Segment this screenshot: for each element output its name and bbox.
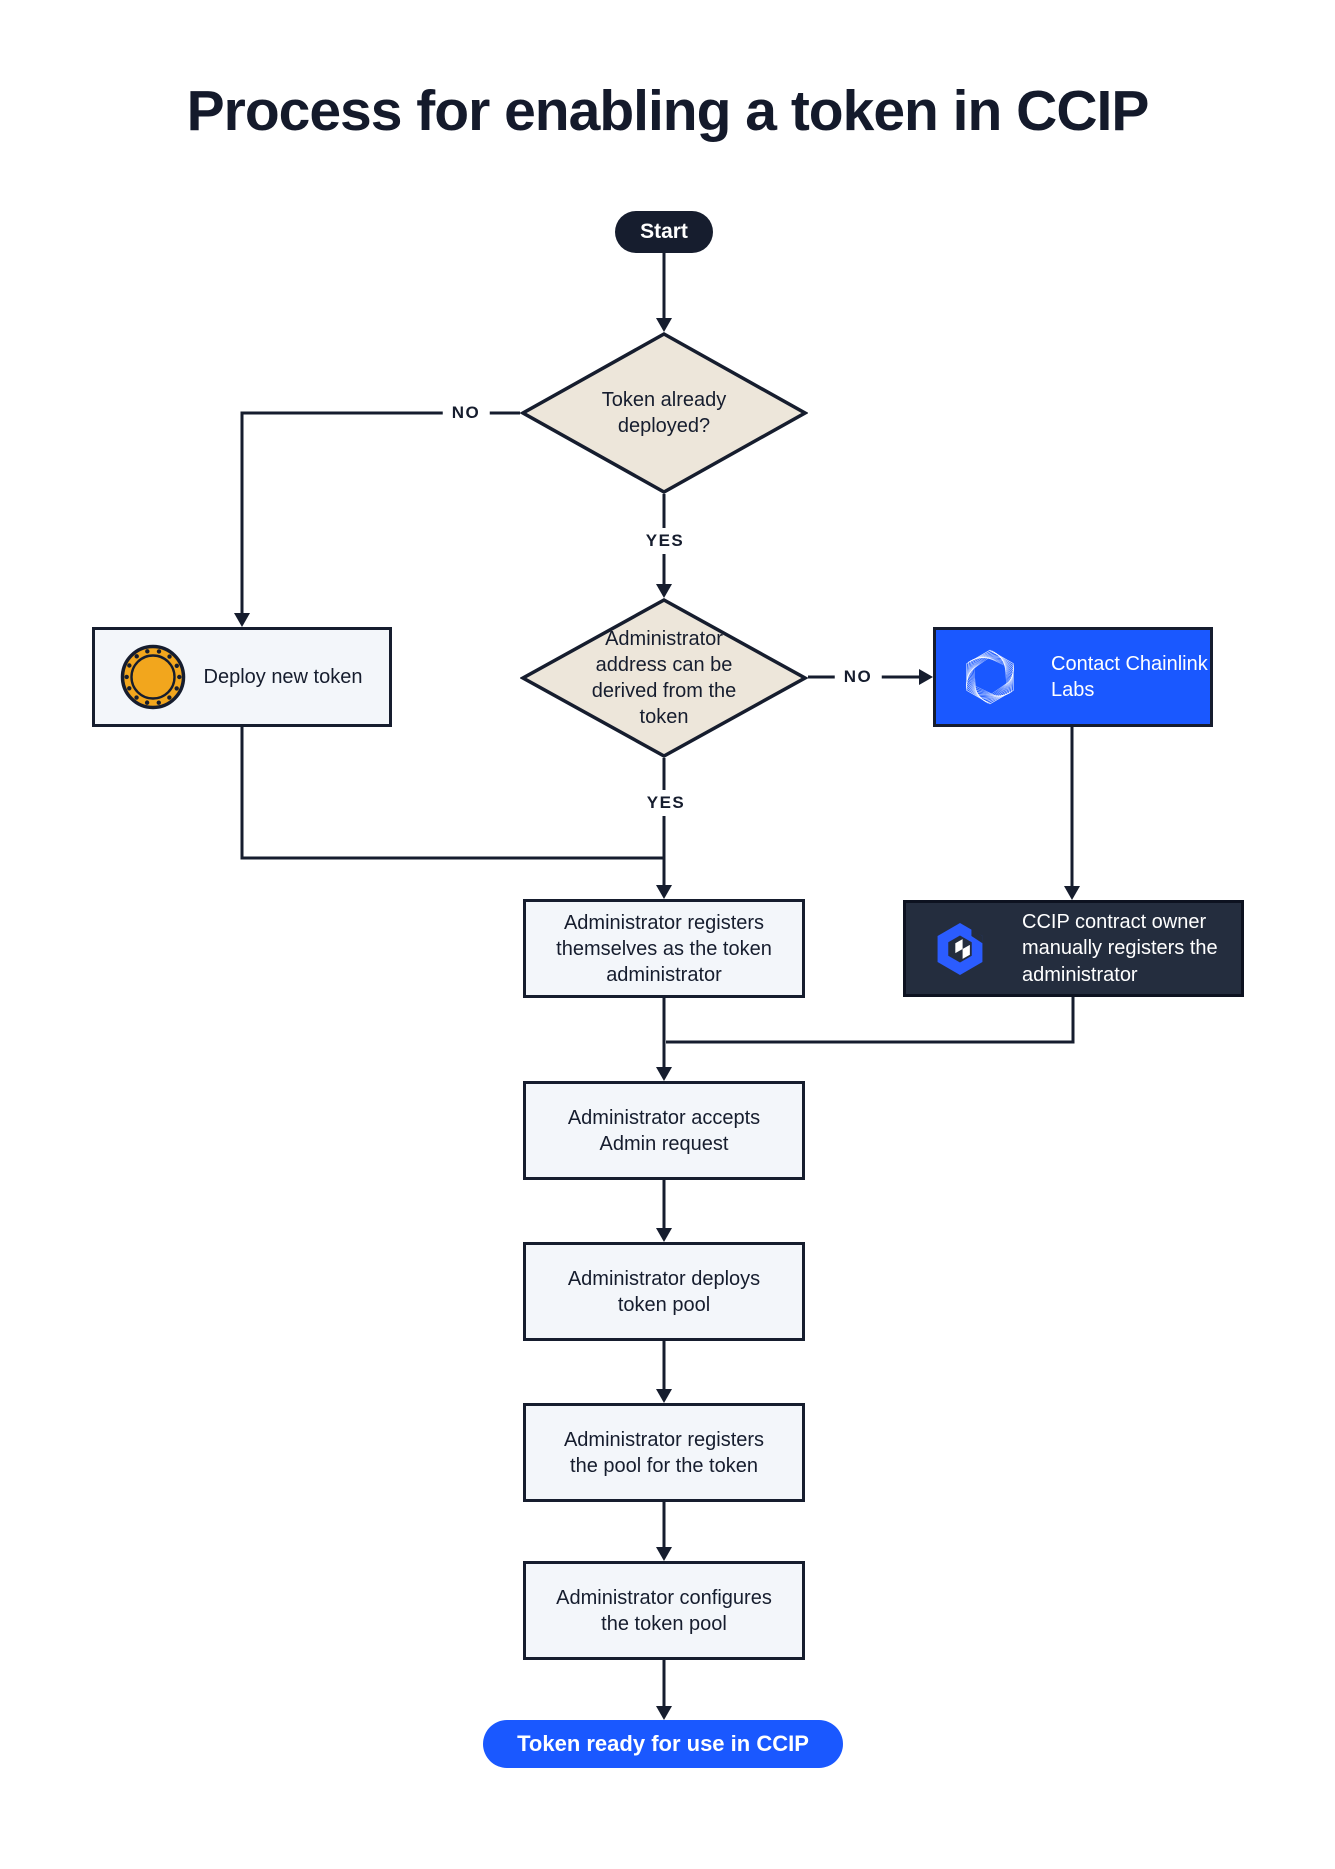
decision-admin-address-derivable: Administrator address can be derived fro… xyxy=(520,598,808,758)
contact-chainlink-labs-step: Contact Chainlink Labs xyxy=(933,627,1213,727)
deploy-pool-label: Administrator deploys token pool xyxy=(567,1267,761,1316)
chainlink-labs-icon xyxy=(959,646,1021,708)
deploy-new-token-step: Deploy new token xyxy=(92,627,392,727)
edge-label-yes-token-deployed: YES xyxy=(636,528,694,554)
configure-pool-step: Administrator configures the token pool xyxy=(523,1561,805,1660)
register-pool-step: Administrator registers the pool for the… xyxy=(523,1403,805,1502)
coin-icon xyxy=(119,643,187,711)
accept-request-label: Administrator accepts Admin request xyxy=(567,1106,761,1155)
decision-token-already-deployed: Token already deployed? xyxy=(520,332,808,494)
decision-admin-address-derivable-label: Administrator address can be derived fro… xyxy=(591,628,737,728)
deploy-new-token-label: Deploy new token xyxy=(203,666,363,688)
register-pool-label: Administrator registers the pool for the… xyxy=(563,1428,765,1477)
accept-request-step: Administrator accepts Admin request xyxy=(523,1081,805,1180)
end-node-label: Token ready for use in CCIP xyxy=(517,1731,809,1756)
diamond-shape xyxy=(520,598,808,758)
start-node-label: Start xyxy=(640,220,688,243)
end-node: Token ready for use in CCIP xyxy=(483,1720,843,1768)
diamond-shape xyxy=(520,332,808,494)
start-node: Start xyxy=(615,211,713,253)
deploy-pool-step: Administrator deploys token pool xyxy=(523,1242,805,1341)
contact-chainlink-labs-label: Contact Chainlink Labs xyxy=(1051,652,1208,701)
page-title: Process for enabling a token in CCIP xyxy=(186,79,1150,143)
register-self-step: Administrator registers themselves as th… xyxy=(523,899,805,998)
edge-label-yes-admin-derivable: YES xyxy=(637,790,695,816)
edge-label-no-token-deployed: NO xyxy=(442,400,490,426)
manual-register-label: CCIP contract owner manually registers t… xyxy=(1022,910,1218,986)
ccip-icon xyxy=(933,922,987,976)
manual-register-step: CCIP contract owner manually registers t… xyxy=(903,900,1244,997)
edge-label-no-admin-derivable: NO xyxy=(834,664,882,690)
configure-pool-label: Administrator configures the token pool xyxy=(556,1586,772,1635)
register-self-label: Administrator registers themselves as th… xyxy=(556,911,772,986)
decision-token-already-deployed-label: Token already deployed? xyxy=(601,389,727,437)
